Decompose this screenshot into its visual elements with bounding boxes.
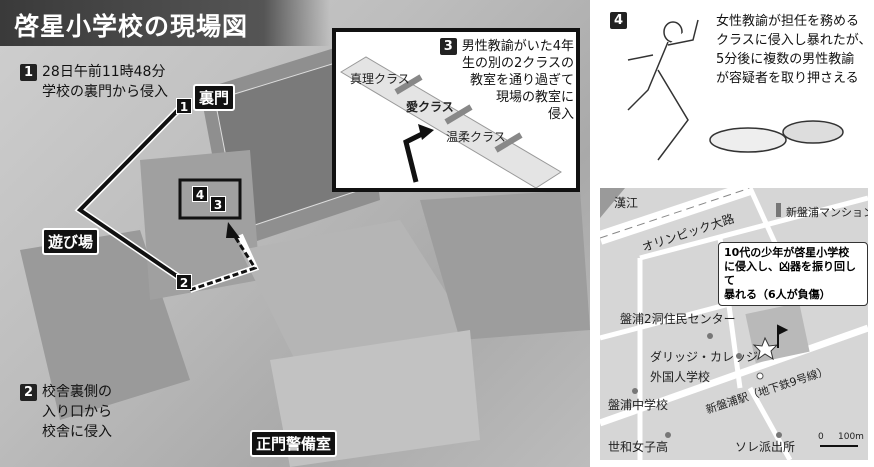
callout-line: 10代の少年が啓星小学校 (724, 246, 850, 259)
step-4-line: 5分後に複数の男性教諭 (716, 52, 855, 67)
school-aerial-view: 啓星小学校の現場図 1 28日午前11時48分学校の裏門から侵入 2 校舎裏側の入り… (0, 0, 590, 467)
class-onju: 温柔クラス (446, 130, 506, 144)
corridor-diagram (340, 56, 562, 188)
map-dot (736, 353, 742, 359)
step-4-line: 女性教諭が担任を務める (716, 14, 860, 29)
marker-1: 1 (176, 98, 192, 114)
location-map: 漢江 オリンピック大路 新盤浦マンション 10代の少年が啓星小学校 に侵入し、凶… (600, 188, 868, 460)
map-label-foreign-school: 外国人学校 (650, 370, 711, 384)
marker-2: 2 (176, 274, 192, 290)
callout-line: に侵入し、凶器を振り回して (724, 260, 856, 287)
step-2-line: 入り口から (42, 404, 112, 420)
step-4-panel: 4 女性教諭が担任を務めるクラスに侵入し暴れたが、 5分後に複数の男性教諭が容疑者… (598, 0, 874, 180)
map-dot (632, 388, 638, 394)
map-roads (600, 188, 868, 460)
map-label-community-center: 盤浦2洞住民センター (620, 312, 736, 326)
scuffle-illustration (627, 19, 844, 161)
step-4-badge: 4 (610, 12, 627, 29)
scale-zero: 0 (818, 432, 824, 442)
step-2-note: 2 校舎裏側の入り口から校舎に侵入 (20, 382, 112, 442)
back-gate-label: 裏門 (193, 84, 236, 111)
step-3-note: 3 男性教諭がいた4年生の別の2クラスの教室を通り過ぎて現場の教室に侵入 (428, 38, 574, 123)
map-label-middle-school: 盤浦中学校 (608, 398, 669, 412)
step-4-note: 女性教諭が担任を務めるクラスに侵入し暴れたが、 5分後に複数の男性教諭が容疑者を取… (716, 12, 871, 88)
map-label-dulwich: ダリッジ・カレッジ (650, 350, 759, 364)
map-label-girls-high: 世和女子高 (608, 440, 669, 454)
aerial-buildings (20, 40, 590, 467)
step-3-line: 男性教諭がいた4年 (461, 39, 574, 54)
map-dot (776, 432, 782, 438)
step-2-badge: 2 (20, 383, 37, 401)
map-label-mansion: 新盤浦マンション (786, 206, 868, 219)
class-shinri: 真理クラス (350, 72, 410, 86)
marker-3: 3 (210, 196, 226, 212)
step-4-line: クラスに侵入し暴れたが、 (716, 33, 872, 48)
step-1-line: 28日午前11時48分 (42, 64, 166, 80)
callout-line: 暴れる（6人が負傷） (724, 288, 831, 301)
step-3-line: 生の別の2クラスの (461, 56, 574, 71)
guard-room-label: 正門警備室 (250, 430, 338, 457)
class-ai: 愛クラス (406, 100, 454, 114)
step-3-line: 現場の教室に (495, 90, 574, 105)
step-1-badge: 1 (20, 63, 37, 81)
step-1-line: 学校の裏門から侵入 (42, 84, 168, 100)
step-2-line: 校舎に侵入 (42, 424, 112, 440)
map-label-police-box: ソレ派出所 (735, 440, 796, 454)
route-line (76, 103, 192, 287)
step-2-line: 校舎裏側の (42, 384, 112, 400)
step-3-line: 教室を通り過ぎて (469, 73, 574, 88)
map-dot (707, 333, 713, 339)
incident-callout: 10代の少年が啓星小学校 に侵入し、凶器を振り回して 暴れる（6人が負傷） (718, 242, 868, 306)
playground-label: 遊び場 (42, 228, 100, 255)
page-title: 啓星小学校の現場図 (0, 0, 330, 46)
step-4-line: が容疑者を取り押さえる (716, 71, 859, 86)
scale-max: 100m (838, 432, 864, 442)
marker-4: 4 (192, 186, 208, 202)
step-1-note: 1 28日午前11時48分学校の裏門から侵入 (20, 62, 168, 102)
step-3-line: 侵入 (547, 107, 574, 122)
map-label-river: 漢江 (614, 196, 639, 210)
classroom-inset: 真理クラス 愛クラス 温柔クラス 3 男性教諭がいた4年生の別の2クラスの教室を通… (332, 28, 580, 192)
map-dot (665, 432, 671, 438)
step-3-badge: 3 (439, 38, 457, 55)
